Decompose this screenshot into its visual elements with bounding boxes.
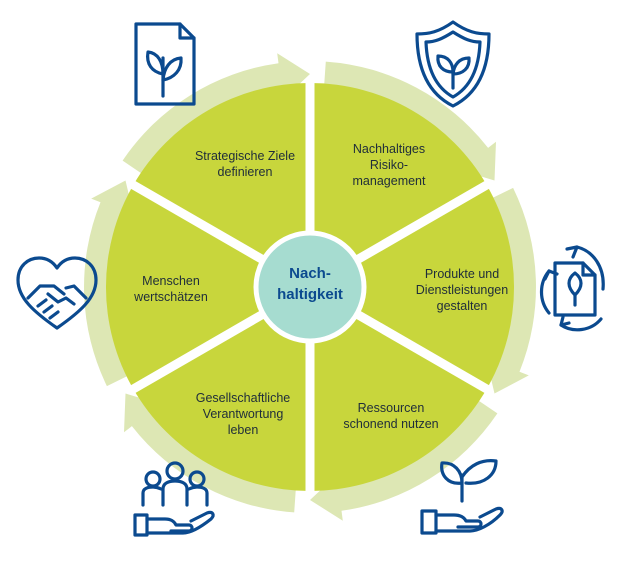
segment-strategische-ziele [133,83,310,287]
document-plant-icon [134,22,196,106]
segment-risikomanagement [310,83,487,287]
segment-label-strategische-ziele: Strategische Ziele definieren [194,149,296,179]
center-circle [253,230,367,344]
segment-group [105,83,515,491]
segment-label-ressourcen: Ressourcen schonend nutzen [343,401,439,431]
segment-ressourcen [310,287,487,491]
recycle-document-leaf-icon [539,245,605,332]
segment-verantwortung [133,287,310,491]
hand-holding-people-icon [133,461,215,537]
segment-menschen [105,185,310,389]
segment-label-menschen: Menschen wertschätzen [134,274,208,304]
center-label: Nach- haltigkeit [277,265,343,303]
segment-label-verantwortung: Gesellschaftliche Verantwortung leben [195,391,291,437]
segment-label-risikomanagement: Nachhaltiges Risiko- management [352,142,426,188]
heart-handshake-icon [16,256,98,330]
hand-holding-plant-icon [420,459,504,535]
shield-plant-icon [415,20,491,108]
segment-label-produkte: Produkte und Dienstleistungen gestalten [415,267,509,313]
segment-produkte [310,185,515,389]
